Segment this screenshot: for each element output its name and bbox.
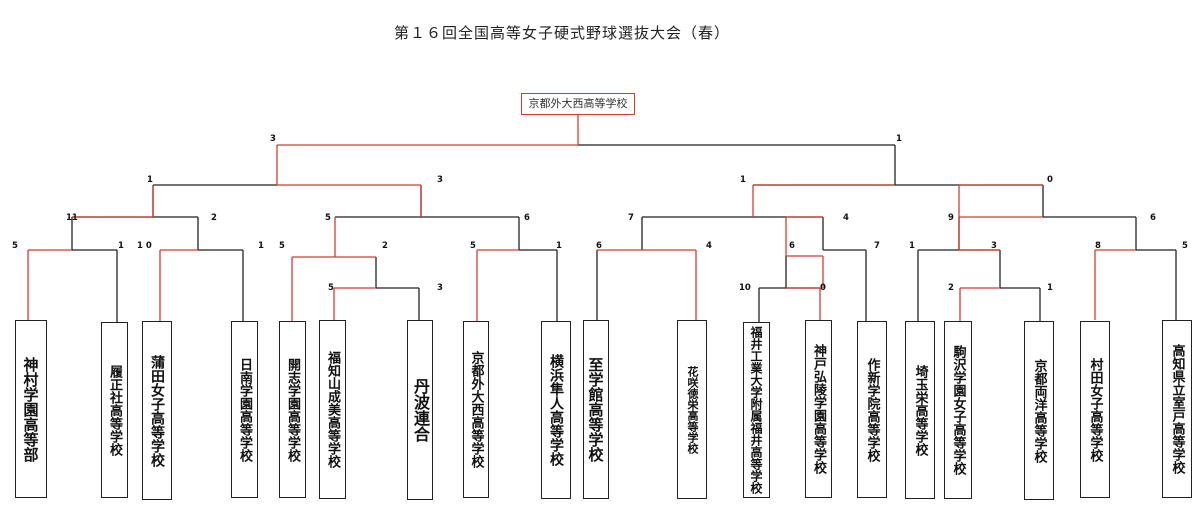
team-name: 京都外大西高等学校: [468, 351, 484, 468]
team-box: 花咲徳栄高等学校: [677, 320, 707, 499]
team-name: 駒沢学園女子高等学校: [950, 345, 966, 475]
champion-box: 京都外大西高等学校: [521, 93, 635, 115]
team-box: 福知山成美高等学校: [319, 320, 346, 499]
team-name: 至学館高等学校: [586, 357, 605, 462]
score-label: 5: [12, 241, 18, 251]
score-label: 11: [66, 213, 78, 223]
score-label: 0: [820, 283, 826, 293]
team-box: 神戸弘陵学園高等学校: [805, 320, 832, 498]
team-box: 横浜隼人高等学校: [541, 321, 571, 499]
score-label: 5: [328, 283, 334, 293]
team-name: 高知県立室戸高等学校: [1169, 344, 1185, 474]
team-box: 埼玉栄高等学校: [905, 321, 935, 499]
team-name: 村田女子高等学校: [1087, 357, 1103, 462]
score-label: 1: [118, 241, 124, 251]
score-label: 4: [706, 241, 712, 251]
score-label: 5: [279, 241, 285, 251]
score-label: 1: [147, 175, 153, 185]
score-label: 2: [211, 213, 217, 223]
team-name: 福知山成美高等学校: [325, 351, 340, 468]
team-box: 京都外大西高等学校: [463, 321, 489, 498]
score-label: 3: [991, 241, 997, 251]
score-label: 4: [843, 213, 849, 223]
score-label: 0: [1047, 175, 1053, 185]
score-label: 3: [270, 134, 276, 144]
team-box: 丹波連合: [407, 320, 433, 500]
team-name: 神村学園高等部: [21, 356, 40, 462]
score-label: 1: [740, 175, 746, 185]
team-box: 村田女子高等学校: [1080, 321, 1110, 498]
team-name: 日南学園高等学校: [237, 357, 252, 462]
team-box: 京都両洋高等学校: [1024, 321, 1054, 500]
score-label: 6: [596, 241, 602, 251]
score-label: 1: [896, 134, 902, 144]
team-box: 駒沢学園女子高等学校: [944, 321, 972, 499]
score-label: 5: [325, 213, 331, 223]
team-name: 花咲徳栄高等学校: [686, 365, 699, 454]
team-name: 埼玉栄高等学校: [912, 364, 928, 456]
score-label: 8: [1095, 241, 1101, 251]
score-label: 5: [1182, 241, 1188, 251]
team-name: 丹波連合: [411, 378, 430, 442]
team-box: 作新学院高等学校: [857, 321, 887, 498]
score-label: 1: [1047, 283, 1053, 293]
score-label: 2: [382, 241, 388, 251]
team-box: 開志学園高等学校: [279, 321, 306, 498]
score-label: 6: [789, 241, 795, 251]
score-label: 6: [1150, 213, 1156, 223]
page-title: 第１６回全国高等女子硬式野球選抜大会（春）: [393, 24, 730, 42]
team-box: 神村学園高等部: [15, 320, 47, 498]
score-label: 7: [874, 241, 880, 251]
score-label: 1: [258, 241, 264, 251]
team-name: 履正社高等学校: [107, 364, 122, 456]
score-label: 1 0: [137, 241, 152, 251]
team-box: 蒲田女子高等学校: [142, 321, 172, 500]
score-label: 5: [470, 241, 476, 251]
score-label: 3: [437, 175, 443, 185]
team-box: 至学館高等学校: [583, 320, 609, 499]
team-name: 作新学院高等学校: [864, 357, 880, 462]
score-label: 9: [948, 213, 954, 223]
score-label: 3: [437, 283, 443, 293]
score-label: 10: [739, 283, 751, 293]
team-name: 神戸弘陵学園高等学校: [811, 344, 826, 474]
team-name: 横浜隼人高等学校: [548, 354, 564, 466]
score-label: 7: [628, 213, 634, 223]
team-name: 蒲田女子高等学校: [149, 354, 165, 467]
team-box: 履正社高等学校: [101, 322, 128, 498]
team-name: 京都両洋高等学校: [1031, 358, 1047, 463]
team-name: 福井工業大学附属福井高等学校: [749, 326, 763, 494]
team-box: 福井工業大学附属福井高等学校: [743, 322, 770, 498]
team-name: 開志学園高等学校: [285, 357, 300, 462]
team-box: 高知県立室戸高等学校: [1162, 320, 1192, 498]
score-label: 1: [909, 241, 915, 251]
score-label: 2: [948, 283, 954, 293]
score-label: 6: [524, 213, 530, 223]
score-label: 1: [556, 241, 562, 251]
team-box: 日南学園高等学校: [231, 321, 258, 498]
